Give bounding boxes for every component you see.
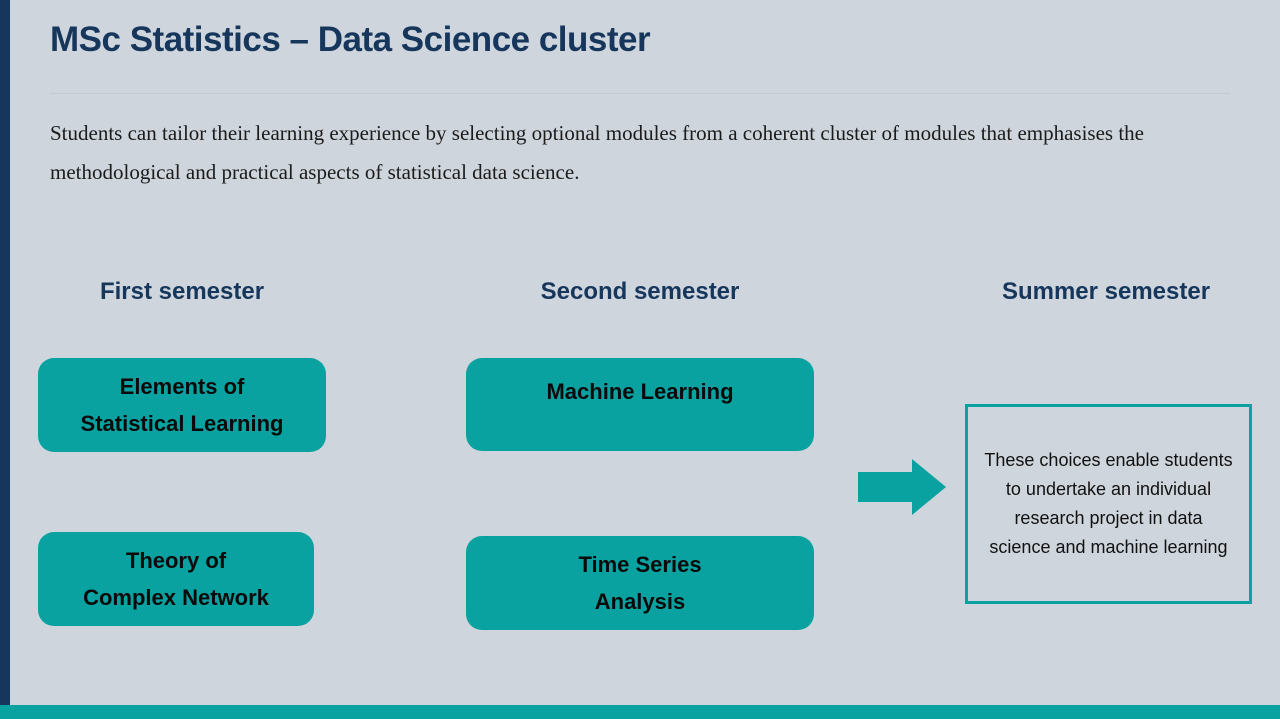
left-accent-bar (0, 0, 10, 705)
right-arrow-icon (858, 459, 946, 515)
module-label: Elements of Statistical Learning (80, 374, 284, 436)
column-header-summer-semester: Summer semester (1001, 278, 1211, 305)
outcome-note-box: These choices enable students to underta… (965, 404, 1252, 604)
module-box-elements-of-statistical-learning: Elements of Statistical Learning (38, 358, 326, 452)
module-box-theory-of-complex-network: Theory of Complex Network (38, 532, 314, 626)
module-box-time-series-analysis: Time Series Analysis (466, 536, 814, 630)
outcome-note-text: These choices enable students to underta… (984, 450, 1233, 557)
column-header-second-semester: Second semester (540, 278, 740, 305)
intro-paragraph: Students can tailor their learning exper… (50, 121, 1144, 184)
column-header-first-semester: First semester (99, 278, 265, 305)
module-label: Machine Learning (546, 379, 734, 404)
title-divider (50, 93, 1230, 94)
slide-title: MSc Statistics – Data Science cluster (50, 20, 651, 59)
module-label: Theory of Complex Network (83, 548, 269, 610)
module-label: Time Series Analysis (578, 552, 702, 614)
module-box-machine-learning: Machine Learning (466, 358, 814, 451)
bottom-accent-bar (0, 705, 1280, 719)
